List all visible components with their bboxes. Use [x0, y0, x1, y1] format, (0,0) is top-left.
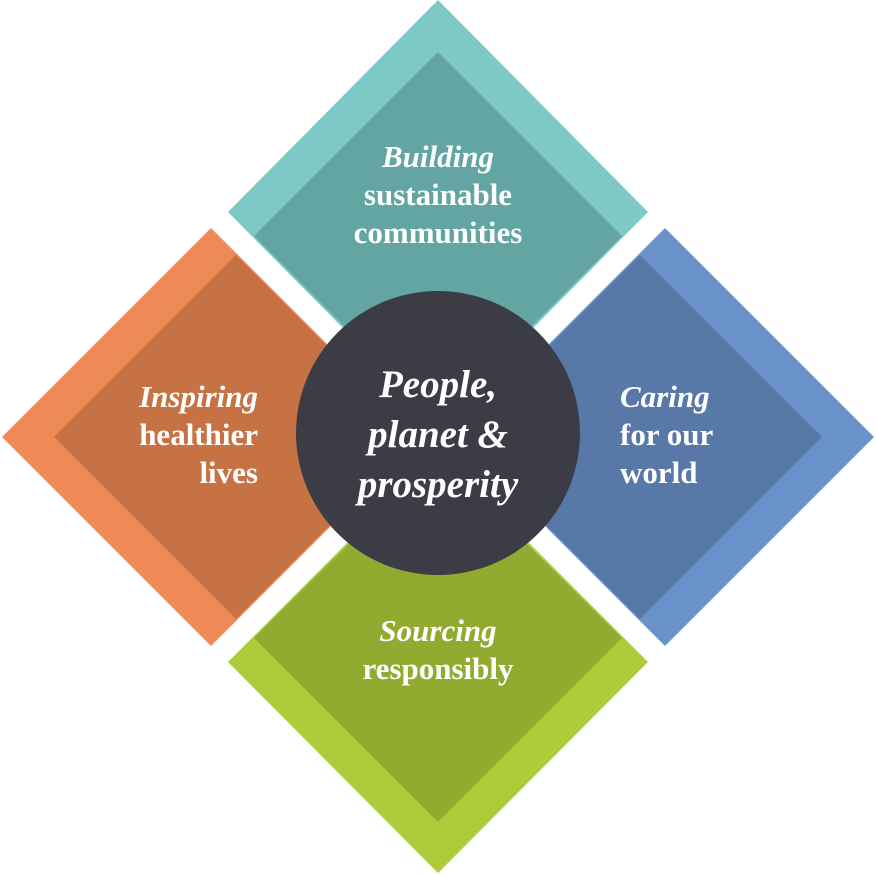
center-hub: [296, 291, 580, 575]
pillar-top-emphasis: Building: [382, 139, 494, 174]
pillar-label-right: Caring for our world: [620, 378, 820, 492]
hub-title: People, planet & prosperity: [300, 360, 576, 510]
pillar-right-line2: for our: [620, 417, 714, 452]
bottom-diamond-inner: [254, 456, 622, 822]
pillar-label-top: Building sustainable communities: [312, 138, 564, 252]
pillar-right-emphasis: Caring: [620, 379, 710, 414]
pillar-bottom-emphasis: Sourcing: [379, 613, 497, 648]
hub-title-line3: prosperity: [357, 463, 519, 506]
pillar-left-line2: healthier: [139, 417, 258, 452]
pillar-label-left: Inspiring healthier lives: [60, 378, 258, 492]
hub-title-line2: planet &: [368, 413, 508, 456]
pillar-label-bottom: Sourcing responsibly: [312, 612, 564, 688]
pillar-left-emphasis: Inspiring: [139, 379, 258, 414]
pillar-top-line3: communities: [353, 215, 523, 250]
pillar-top-line2: sustainable: [363, 177, 513, 212]
pillar-bottom-line2: responsibly: [362, 651, 514, 686]
pillar-left-line3: lives: [199, 455, 258, 490]
pillar-right-line3: world: [620, 455, 698, 490]
hub-title-line1: People,: [378, 363, 498, 406]
